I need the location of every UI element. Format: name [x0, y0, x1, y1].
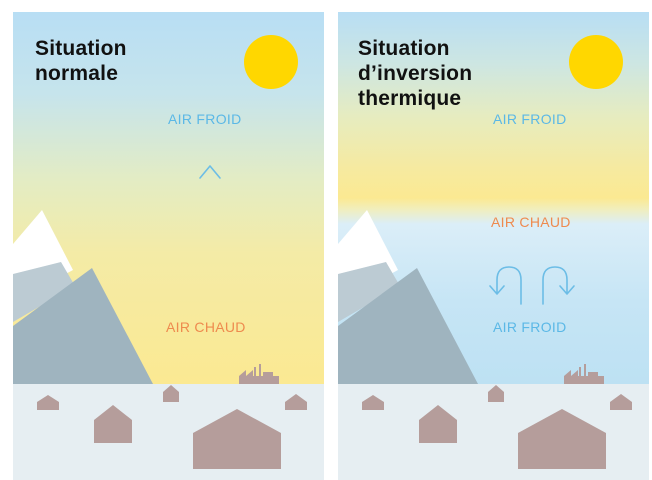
- thermal-inversion-illustration: [338, 12, 649, 480]
- factory-icon: [239, 364, 279, 384]
- cold-air-label: AIR FROID: [493, 111, 567, 127]
- panel-title: Situation normale: [35, 37, 127, 85]
- houses: [37, 385, 307, 469]
- mountains: [338, 210, 478, 384]
- cold-air-label-lower: AIR FROID: [493, 319, 567, 335]
- cold-air-label: AIR FROID: [168, 111, 242, 127]
- sun-icon: [569, 35, 623, 89]
- houses: [362, 385, 632, 469]
- u-turn-right-arrow-icon: [542, 266, 575, 305]
- mountains: [13, 210, 153, 384]
- normal-situation-illustration: [13, 12, 324, 480]
- u-turn-left-arrow-icon: [489, 266, 522, 305]
- thermal-inversion-panel: Situation d’inversion thermique AIR FROI…: [338, 12, 649, 480]
- arrow-up-icon: [199, 165, 221, 266]
- warm-air-label: AIR CHAUD: [166, 319, 246, 335]
- normal-situation-panel: Situation normale AIR FROID AIR CHAUD: [13, 12, 324, 480]
- factory-icon: [564, 364, 604, 384]
- warm-air-label: AIR CHAUD: [491, 214, 571, 230]
- panel-title: Situation d’inversion thermique: [358, 37, 473, 110]
- sun-icon: [244, 35, 298, 89]
